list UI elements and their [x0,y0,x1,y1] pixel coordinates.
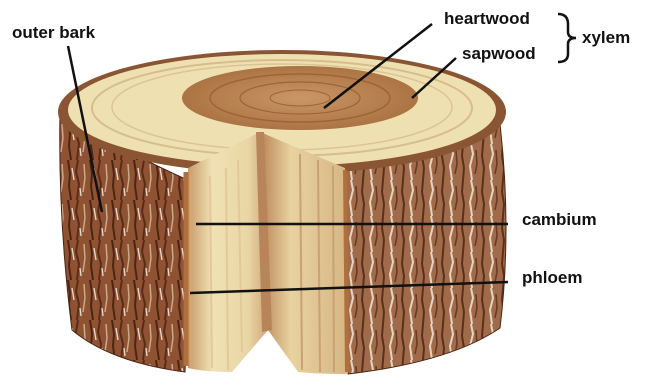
heartwood-core [182,66,418,130]
heartwood-label: heartwood [444,10,530,27]
cambium-label: cambium [522,211,597,228]
outer-bark-label: outer bark [12,24,95,41]
sapwood-label: sapwood [462,45,536,62]
xylem-brace [558,14,576,62]
xylem-label: xylem [582,29,630,46]
phloem-label: phloem [522,269,582,286]
phloem-layer-right [345,170,347,372]
